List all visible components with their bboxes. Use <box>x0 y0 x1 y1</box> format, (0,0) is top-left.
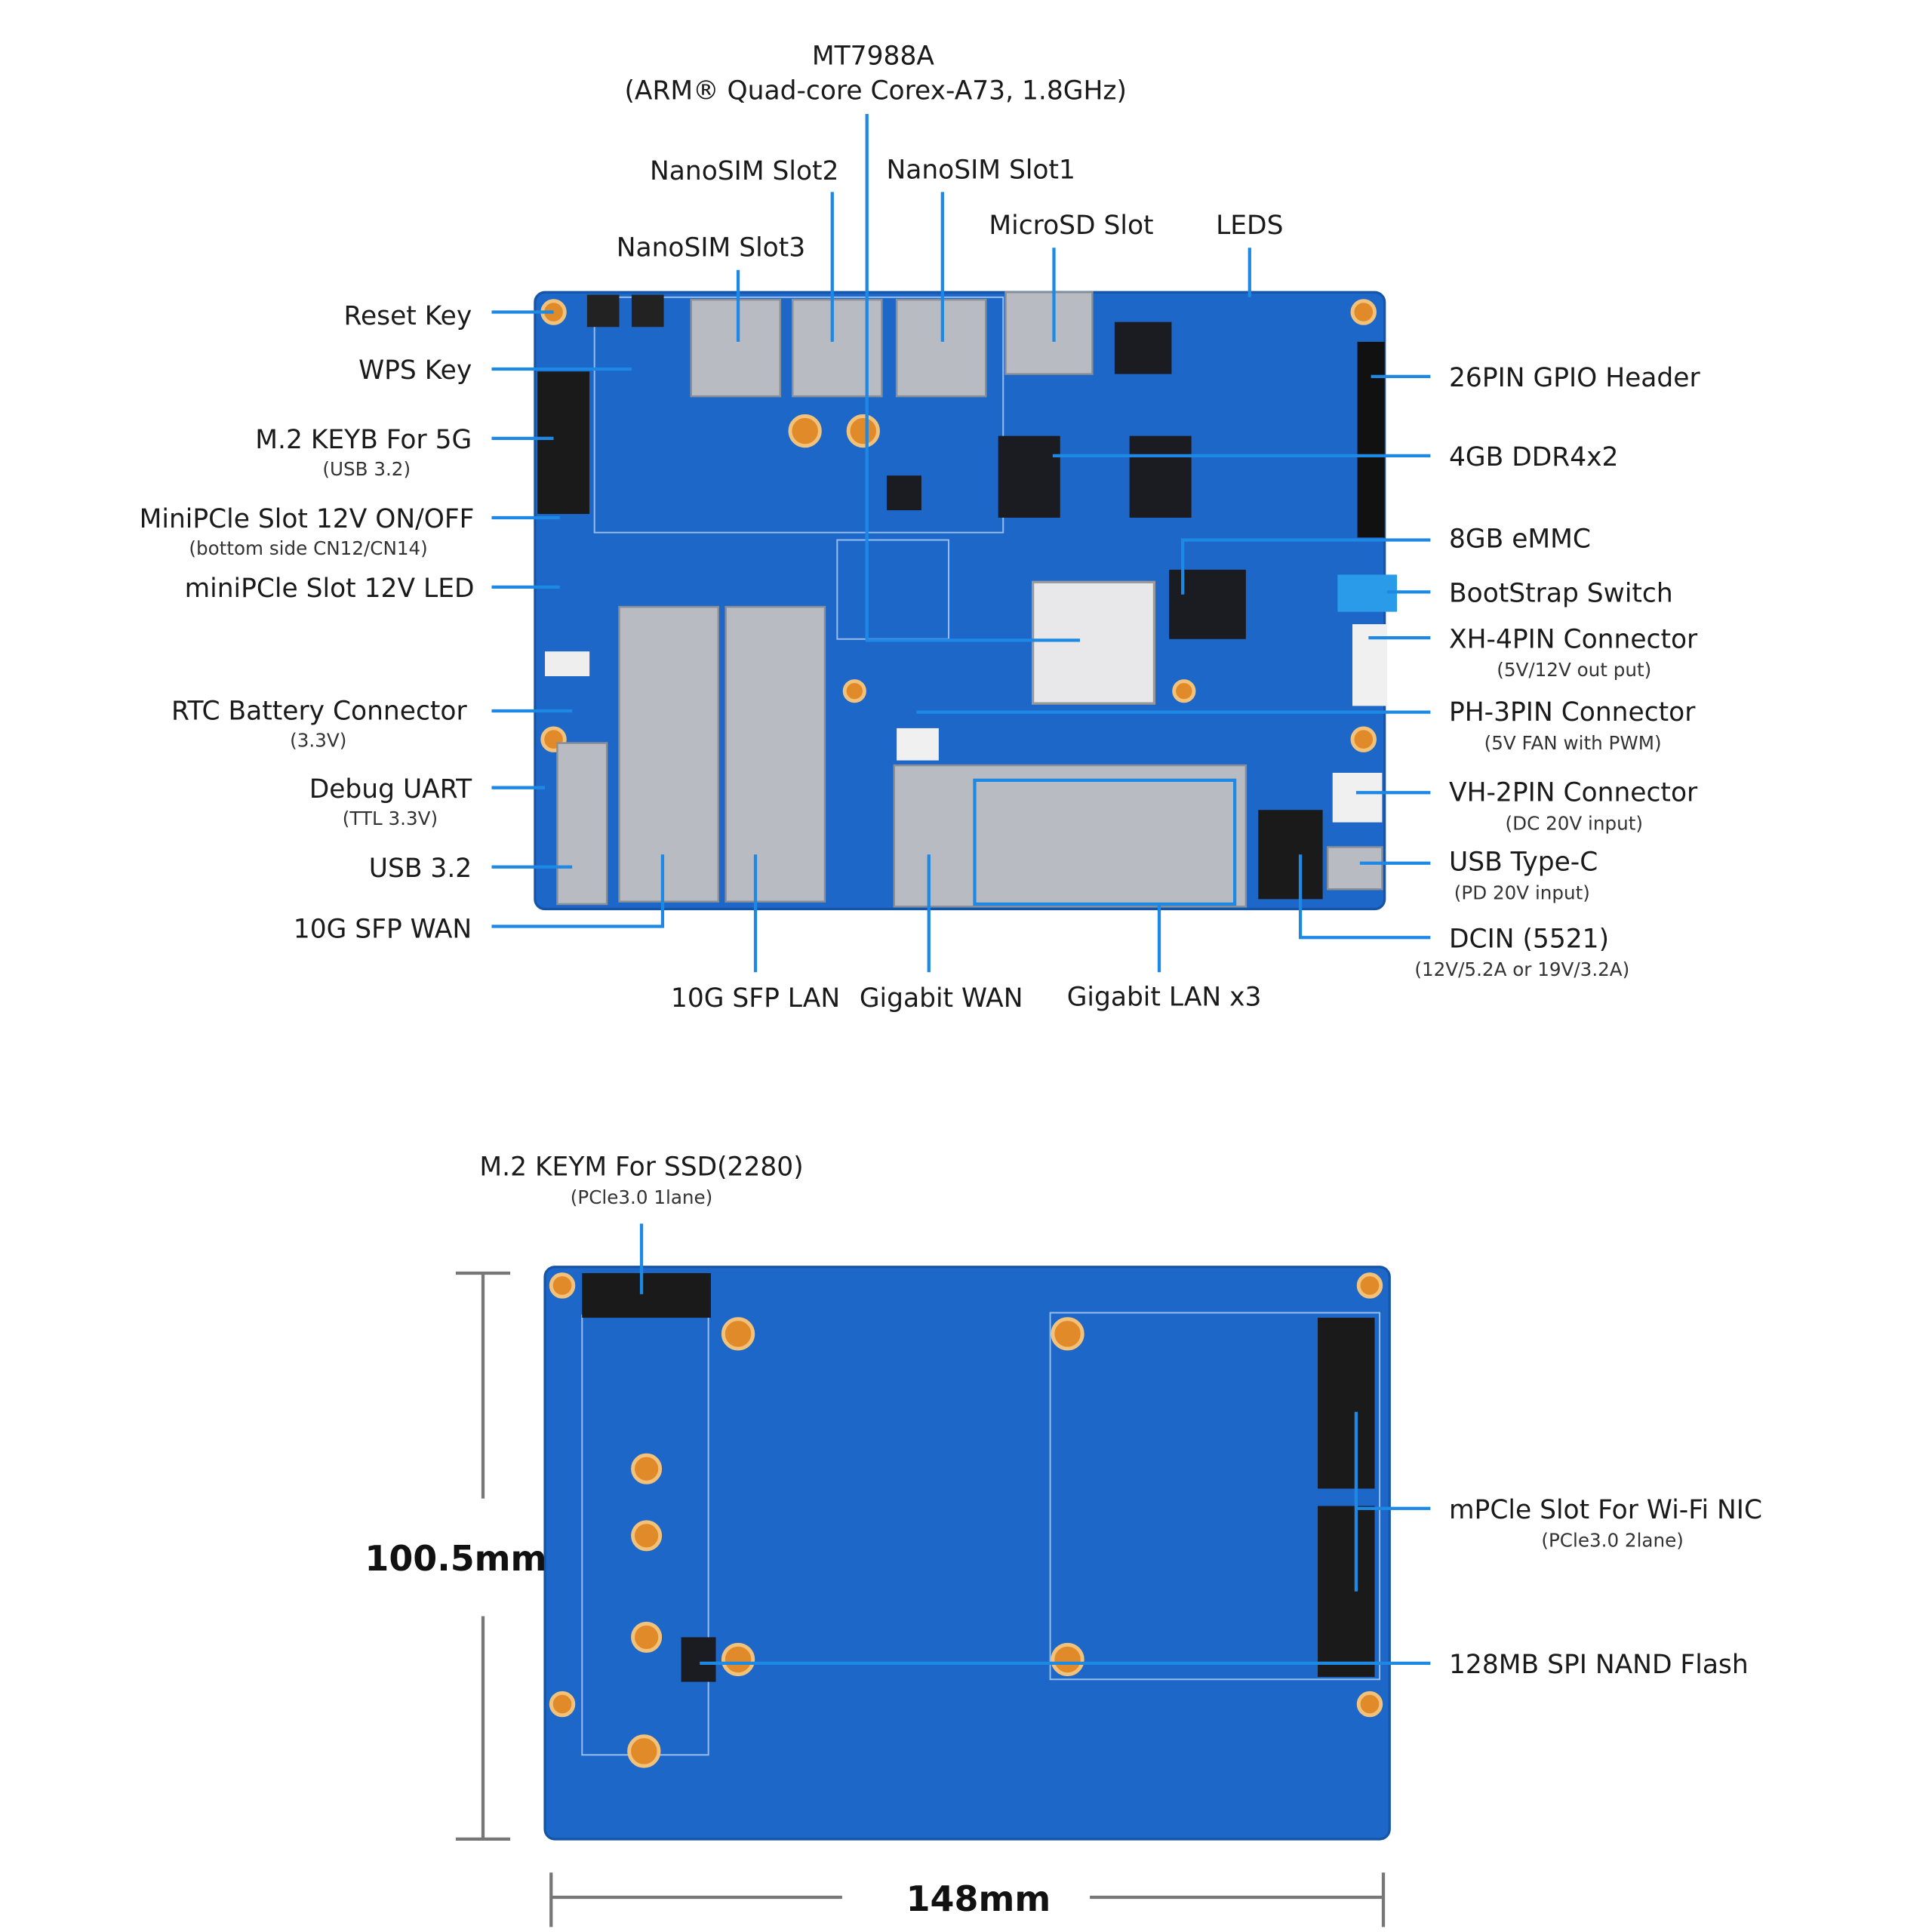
mt7988a-soc <box>1031 580 1156 705</box>
label-m2m-sub: (PCle3.0 1lane) <box>571 1186 712 1208</box>
label-xh4-sub: (5V/12V out put) <box>1497 659 1651 681</box>
label-soc: MT7988A <box>812 41 934 71</box>
microsd-slot <box>1004 291 1094 375</box>
board-bottom-side <box>543 1266 1391 1841</box>
labels-left: Reset Key WPS Key M.2 KEYB For 5G (USB 3… <box>140 301 475 944</box>
label-vh2-sub: (DC 20V input) <box>1506 812 1643 834</box>
labels-bottom: 10G SFP LAN Gigabit WAN Gigabit LAN x3 <box>671 983 1262 1014</box>
label-mpcie-led: miniPCle Slot 12V LED <box>185 574 475 604</box>
labels-right: 26PIN GPIO Header 4GB DDR4x2 8GB eMMC Bo… <box>1414 363 1700 980</box>
m2-keyb-slot <box>537 371 590 515</box>
vh2-connector <box>1332 773 1383 823</box>
spi-nand-chip <box>681 1637 716 1682</box>
label-nand: 128MB SPI NAND Flash <box>1449 1650 1749 1680</box>
mpcie-slot-2 <box>1318 1506 1375 1677</box>
nanosim-slot1 <box>895 298 987 398</box>
usb32-port <box>556 742 608 906</box>
label-bootstrap: BootStrap Switch <box>1449 579 1673 609</box>
label-sim3: NanoSIM Slot3 <box>617 233 805 263</box>
leader-lines <box>491 113 1431 1666</box>
emmc-chip <box>1169 569 1246 639</box>
ddr4-chip-1 <box>998 435 1060 518</box>
label-m2b-sub: (USB 3.2) <box>322 458 411 480</box>
board-top-side <box>534 291 1398 911</box>
label-leds: LEDS <box>1216 211 1283 241</box>
label-xh4: XH-4PIN Connector <box>1449 624 1698 654</box>
label-uart: Debug UART <box>309 774 472 804</box>
label-mpcie: mPCle Slot For Wi-Fi NIC <box>1449 1495 1762 1525</box>
dimension-height: 100.5mm <box>365 1538 546 1579</box>
label-rtc-sub: (3.3V) <box>290 730 346 752</box>
label-gpio: 26PIN GPIO Header <box>1449 363 1700 393</box>
label-mpcie-switch-sub: (bottom side CN12/CN14) <box>189 537 427 559</box>
label-usb32: USB 3.2 <box>369 854 472 884</box>
dimension-labels: 100.5mm 148mm <box>365 1538 1051 1919</box>
reset-key <box>586 294 620 328</box>
label-microsd: MicroSD Slot <box>989 211 1153 241</box>
label-ph3: PH-3PIN Connector <box>1449 697 1696 728</box>
label-sim1: NanoSIM Slot1 <box>886 155 1075 185</box>
label-rtc: RTC Battery Connector <box>171 696 467 726</box>
label-dcin-sub: (12V/5.2A or 19V/3.2A) <box>1414 958 1629 980</box>
label-typec-sub: (PD 20V input) <box>1454 881 1590 903</box>
dimension-width: 148mm <box>906 1878 1051 1919</box>
label-typec: USB Type-C <box>1449 848 1598 878</box>
label-gbe-wan: Gigabit WAN <box>860 983 1023 1014</box>
ddr4-chip-2 <box>1129 435 1192 518</box>
labels-top: MT7988A (ARM® Quad-core Corex-A73, 1.8GH… <box>617 41 1284 263</box>
label-mpcie-sub: (PCle3.0 2lane) <box>1541 1530 1683 1552</box>
label-reset: Reset Key <box>344 301 472 331</box>
labels-back: M.2 KEYM For SSD(2280) (PCle3.0 1lane) m… <box>479 1152 1762 1680</box>
label-vh2: VH-2PIN Connector <box>1449 778 1698 808</box>
rj45-block <box>893 764 1247 908</box>
dcin-jack <box>1258 810 1323 900</box>
mpcie-slot-1 <box>1318 1318 1375 1489</box>
ph3-fan-connector <box>897 728 939 761</box>
label-gbe-lan: Gigabit LAN x3 <box>1067 983 1262 1013</box>
label-sim2: NanoSIM Slot2 <box>650 156 838 186</box>
nanosim-slot3 <box>690 298 782 398</box>
label-emmc: 8GB eMMC <box>1449 524 1591 554</box>
label-sfp-lan: 10G SFP LAN <box>671 983 840 1014</box>
label-uart-sub: (TTL 3.3V) <box>343 808 438 829</box>
rtc-connector <box>545 651 590 676</box>
label-m2m: M.2 KEYM For SSD(2280) <box>479 1152 803 1182</box>
sfp-wan-cage <box>618 605 720 903</box>
wps-key <box>631 294 664 328</box>
label-ph3-sub: (5V FAN with PWM) <box>1484 732 1662 754</box>
label-m2b: M.2 KEYB For 5G <box>255 425 472 455</box>
usb-typec <box>1326 846 1383 891</box>
sfp-lan-cage <box>724 605 826 903</box>
label-wps: WPS Key <box>358 355 472 386</box>
label-sfp-wan: 10G SFP WAN <box>294 914 472 944</box>
label-soc-sub: (ARM® Quad-core Corex-A73, 1.8GHz) <box>624 75 1126 106</box>
label-dcin: DCIN (5521) <box>1449 924 1609 954</box>
label-ddr: 4GB DDR4x2 <box>1449 442 1618 472</box>
dimension-lines <box>455 1271 1386 1927</box>
m2-keym-slot <box>582 1272 711 1318</box>
gpio-header <box>1357 341 1385 538</box>
label-mpcie-switch: MiniPCle Slot 12V ON/OFF <box>140 504 475 534</box>
